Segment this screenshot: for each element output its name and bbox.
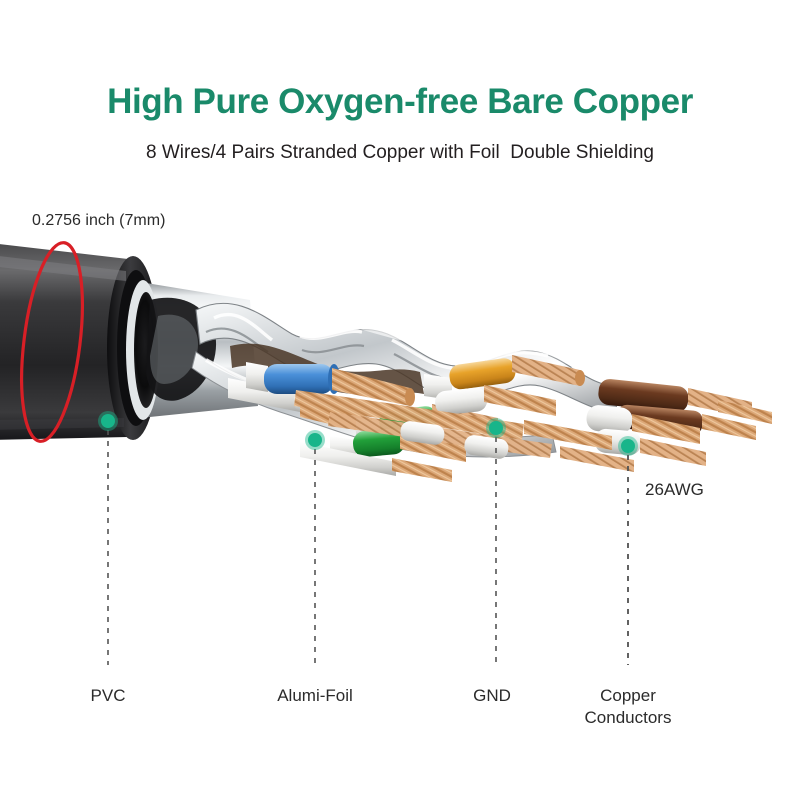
page-title: High Pure Oxygen-free Bare Copper <box>107 82 693 121</box>
marker-dot-copper[interactable] <box>621 439 635 453</box>
callout-label-foil: Alumi-Foil <box>277 686 353 705</box>
marker-dot-foil[interactable] <box>308 433 322 447</box>
conductor-bundle <box>228 343 772 482</box>
marker-dot-pvc[interactable] <box>101 414 115 428</box>
copper-strand-ends <box>524 400 772 472</box>
callout-label-pvc: PVC <box>90 686 126 705</box>
dimension-label: 0.2756 inch (7mm) <box>32 212 166 229</box>
wire-pair-orange <box>424 355 585 416</box>
gnd-drain-wire <box>294 390 552 459</box>
callout-layer <box>98 411 638 665</box>
callout-label-copper: Copper Conductors <box>584 686 672 728</box>
awg-label: 26AWG <box>645 480 704 499</box>
wire-pair-brown <box>586 379 756 466</box>
page-subtitle: 8 Wires/4 Pairs Stranded Copper with Foi… <box>146 142 654 163</box>
callout-label-gnd: GND <box>473 686 511 705</box>
marker-dot-gnd[interactable] <box>489 421 503 435</box>
dimension-ellipse <box>20 241 84 443</box>
